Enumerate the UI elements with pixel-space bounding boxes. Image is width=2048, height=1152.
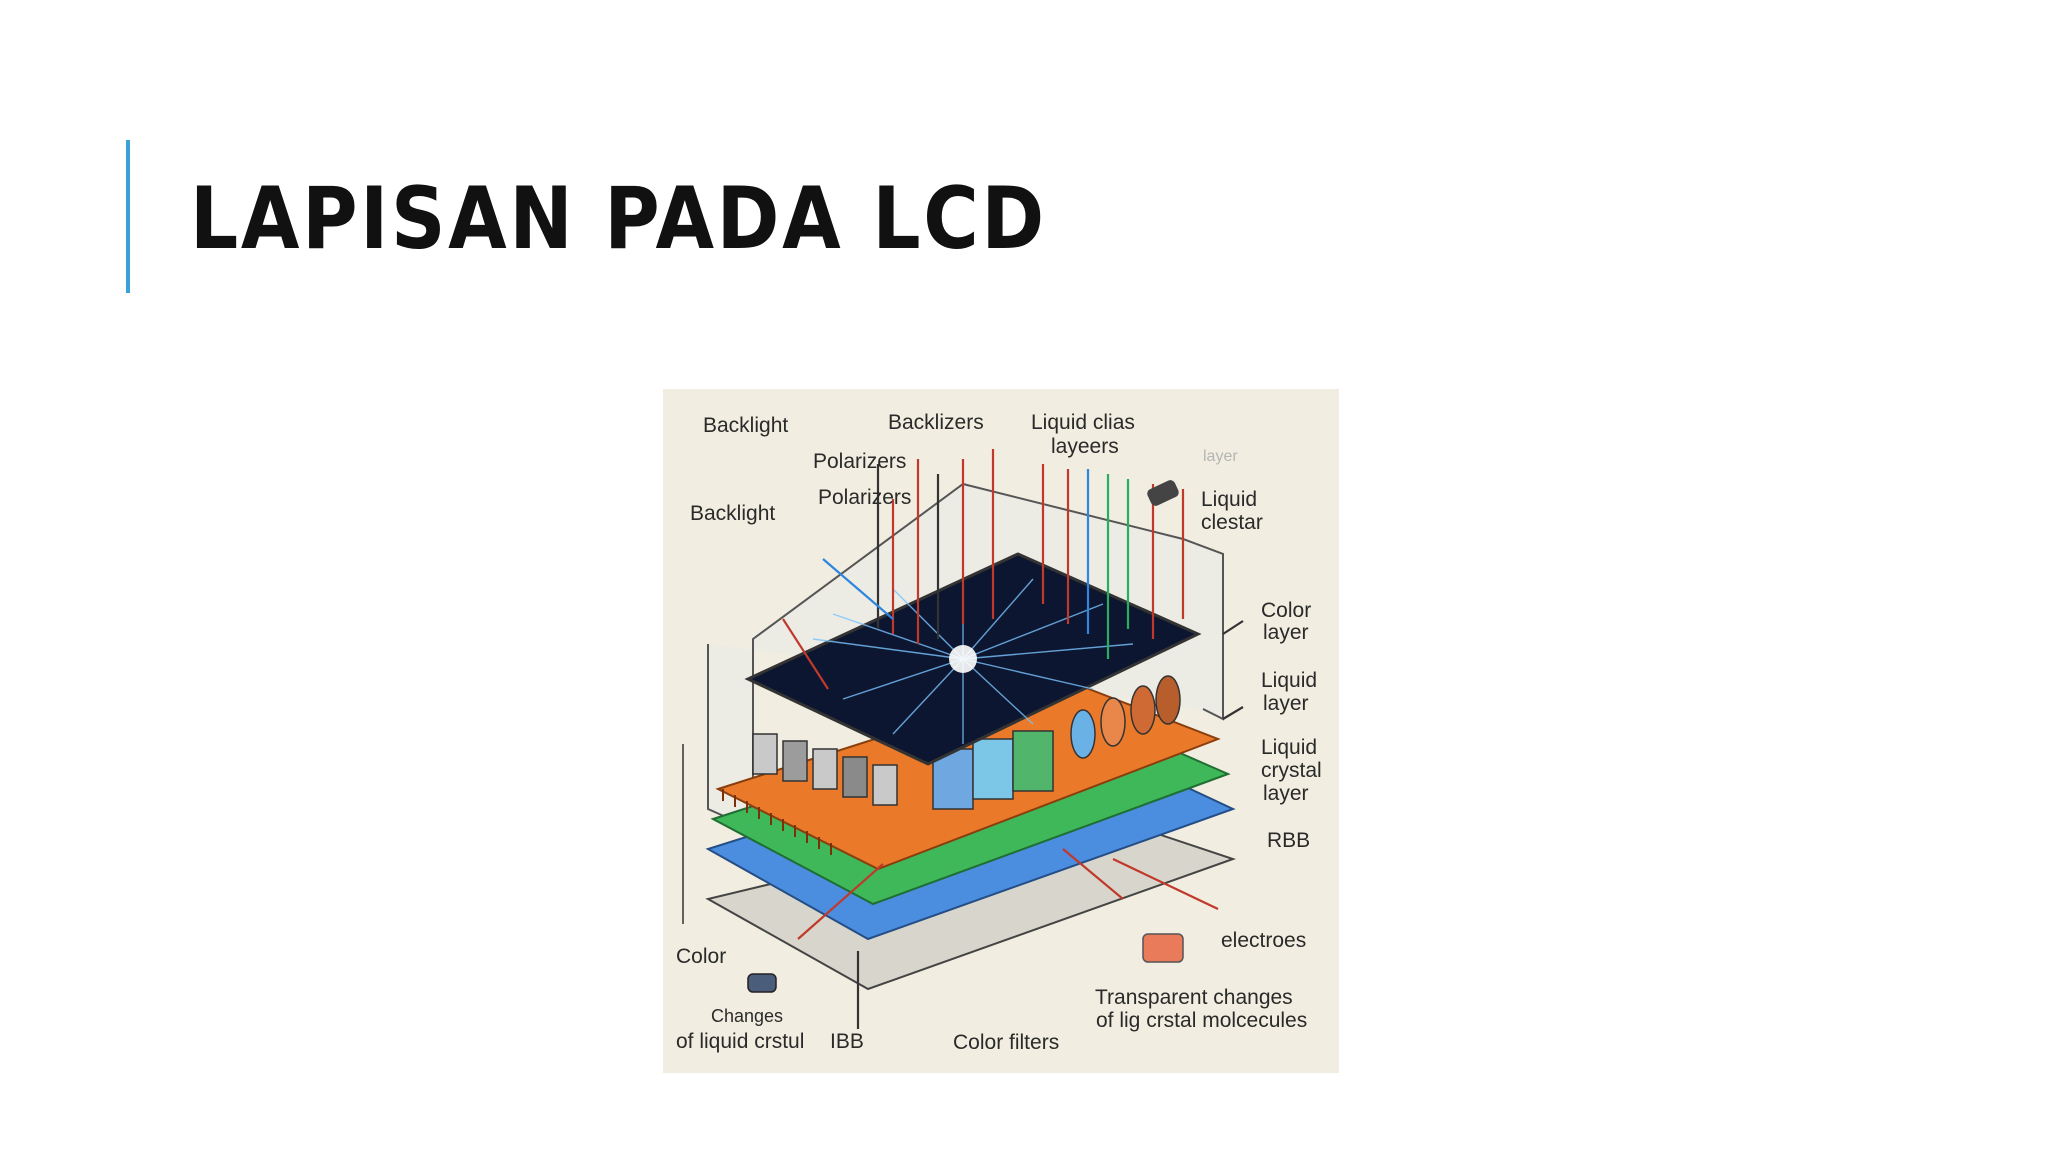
label-color-left: Color	[676, 945, 726, 968]
label-changes-1: Changes	[711, 1006, 783, 1026]
chip-icon	[1142, 933, 1184, 963]
label-liquid-crystal-2: crystal	[1261, 759, 1322, 782]
lcd-diagram-svg: Backlight Backlizers Liquid clias layeer…	[676, 411, 1322, 1054]
label-layer-right-2: layer	[1263, 692, 1309, 715]
cap-icon	[747, 973, 777, 993]
label-ibb: IBB	[830, 1030, 864, 1053]
label-polarizers-2: Polarizers	[818, 486, 911, 509]
label-transparent-2: of lig crstal molcecules	[1096, 1009, 1307, 1032]
label-electroes: electroes	[1221, 929, 1306, 952]
label-changes-2: of liquid crstul	[676, 1030, 804, 1053]
component-row	[752, 675, 1181, 810]
label-layer-right-1: layer	[1263, 621, 1309, 644]
lcd-layers-illustration: Backlight Backlizers Liquid clias layeer…	[663, 389, 1339, 1073]
label-color-right: Color	[1261, 599, 1311, 622]
label-transparent-1: Transparent changes	[1095, 986, 1293, 1009]
label-layer-faint: layer	[1203, 448, 1238, 465]
label-liquid-crystal-1: Liquid	[1261, 736, 1317, 759]
label-liquid-clias: Liquid clias	[1031, 411, 1135, 434]
label-liquid-right: Liquid	[1261, 669, 1317, 692]
light-source	[949, 645, 977, 673]
label-backlight-mid: Backlight	[690, 502, 775, 525]
label-polarizers-1: Polarizers	[813, 450, 906, 473]
light-rays	[812, 574, 1134, 744]
label-liquid: Liquid	[1201, 488, 1257, 511]
label-color-filters: Color filters	[953, 1031, 1059, 1054]
connector-icon	[1147, 480, 1179, 506]
label-backlight-top: Backlight	[703, 414, 788, 437]
label-backlizers: Backlizers	[888, 411, 984, 434]
leader-lines	[782, 449, 1244, 1029]
label-clestar: clestar	[1201, 511, 1263, 534]
slide-title: LAPISAN PADA LCD	[190, 169, 1047, 269]
label-layeers: layeers	[1051, 435, 1119, 458]
label-liquid-crystal-3: layer	[1263, 782, 1309, 805]
orange-comb	[722, 789, 832, 855]
title-accent-bar	[126, 140, 130, 293]
label-rbb: RBB	[1267, 829, 1310, 852]
